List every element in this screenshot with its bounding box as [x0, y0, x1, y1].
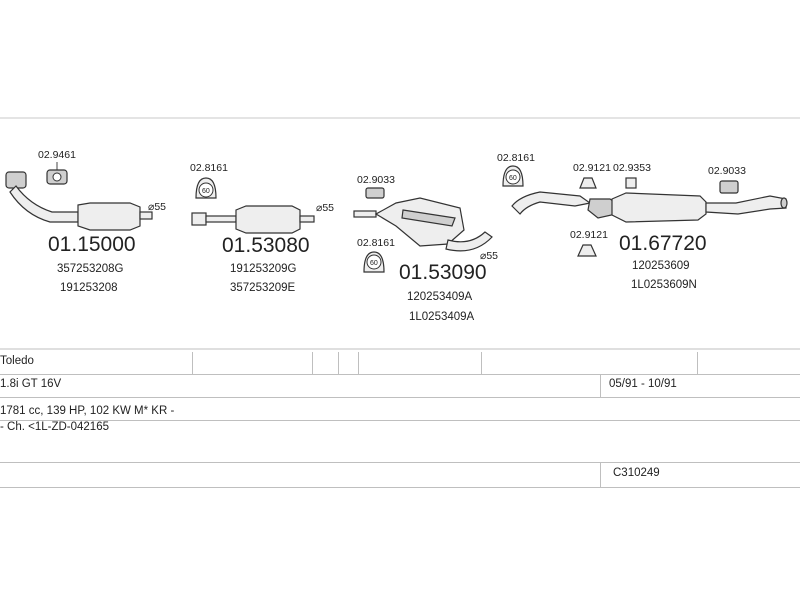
part-number-01-15000: 01.15000 [48, 233, 136, 256]
svg-text:60: 60 [509, 175, 517, 182]
clamp-code-label: 02.9121 [573, 162, 611, 174]
clamp-icon [365, 187, 385, 199]
pipe-icon [511, 191, 592, 215]
table-row-engine: 1.8i GT 16V 05/91 - 10/91 [0, 375, 800, 398]
clamp-code-label: 02.9033 [357, 174, 395, 186]
table-row-spec: 1781 cc, 139 HP, 102 KW M* KR - [0, 398, 800, 417]
hanger-icon [577, 244, 597, 257]
clamp-code-label: 02.8161 [497, 152, 535, 164]
pipe-icon [353, 210, 377, 218]
clamp-02-9033[interactable] [365, 187, 385, 199]
diameter-label: ⌀55 [316, 202, 334, 214]
oem-ref-2: 191253208 [60, 282, 118, 294]
muffler-icon [77, 202, 141, 231]
diameter-label: ⌀55 [480, 250, 498, 262]
rubber-mount-icon [625, 177, 637, 189]
clamp-02-9353[interactable] [625, 177, 637, 189]
svg-text:60: 60 [370, 260, 378, 267]
pipe-end-icon [139, 211, 153, 220]
part-number-01-67720: 01.67720 [619, 232, 707, 255]
part-front-pipe[interactable] [5, 171, 153, 231]
clamp-code-label: 02.9353 [613, 162, 651, 174]
model-cell: Toledo [0, 355, 34, 367]
clamp-code-label: 02.9033 [708, 165, 746, 177]
clamp-02-8161-b[interactable]: 60 [363, 251, 385, 273]
clamp-02-8161-c[interactable]: 60 [502, 165, 524, 187]
pipe-icon [205, 215, 237, 223]
oem-ref-2: 357253209E [230, 282, 296, 294]
muffler-icon [611, 192, 707, 223]
oem-ref-1: 120253409A [407, 291, 473, 303]
chassis-cell: - Ch. <1L-ZD-042165 [0, 421, 109, 433]
svg-text:60: 60 [202, 188, 210, 195]
clamp-code-label: 02.8161 [190, 162, 228, 174]
pipe-icon [9, 185, 79, 223]
muffler-icon [374, 197, 465, 247]
oem-ref-1: 357253208G [57, 263, 124, 275]
oem-ref-2: 1L0253409A [409, 311, 475, 323]
tailpipe-icon [445, 231, 493, 252]
spec-cell: 1781 cc, 139 HP, 102 KW M* KR - [0, 405, 175, 417]
clamp-code-label: 02.9461 [38, 149, 76, 161]
muffler-icon [235, 205, 301, 234]
tailpipe-icon [705, 195, 787, 215]
part-number-01-53090: 01.53090 [399, 261, 487, 284]
hanger-icon [579, 177, 597, 189]
part-centre-silencer[interactable] [353, 197, 493, 252]
part-middle-silencer[interactable] [191, 205, 315, 234]
table-row-catalog: C310249 [0, 463, 800, 488]
pipe-end-icon [299, 215, 315, 223]
vehicle-table: Toledo 1.8i GT 16V 05/91 - 10/91 1781 cc… [0, 352, 800, 492]
clamp-02-9461[interactable] [46, 169, 68, 185]
table-row-model: Toledo [0, 352, 800, 375]
period-cell: 05/91 - 10/91 [609, 378, 677, 390]
oem-ref-2: 1L0253609N [631, 279, 697, 291]
table-row-chassis: - Ch. <1L-ZD-042165 [0, 420, 800, 441]
oem-ref-1: 191253209G [230, 263, 297, 275]
part-number-01-53080: 01.53080 [222, 234, 310, 257]
clamp-code-label: 02.8161 [357, 237, 395, 249]
catalog-number: C310249 [613, 467, 660, 479]
part-rear-silencer[interactable] [511, 191, 788, 223]
clamp-code-label: 02.9121 [570, 229, 608, 241]
oem-ref-1: 120253609 [632, 260, 690, 272]
clamp-02-8161[interactable]: 60 [195, 177, 217, 199]
diameter-label: ⌀55 [148, 201, 166, 213]
clamp-02-9121[interactable] [579, 177, 597, 189]
clamp-02-9121-b[interactable] [577, 244, 597, 257]
exhaust-diagram: 02.9461 ⌀55 01.15000 357253208G 19125320… [0, 117, 800, 350]
pipe-end-icon [191, 212, 207, 226]
clamp-02-9033-b[interactable] [719, 180, 739, 194]
engine-cell: 1.8i GT 16V [0, 378, 62, 390]
clamp-icon [719, 180, 739, 194]
